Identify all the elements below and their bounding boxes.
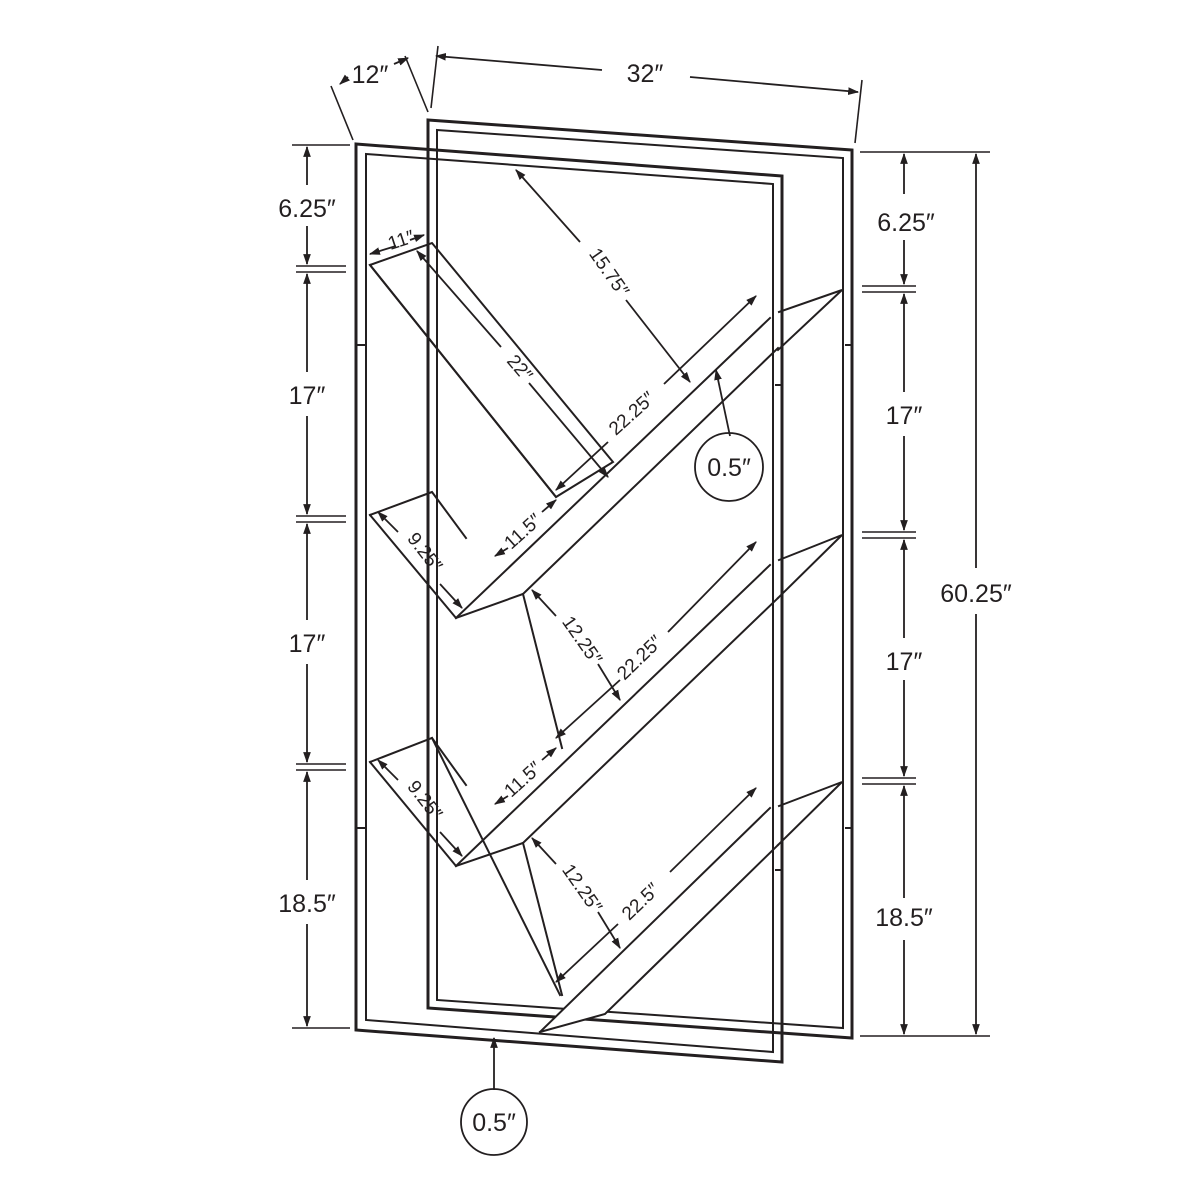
- left-gap-1-label: 17″: [289, 382, 326, 410]
- mid-1-label: 12.25″: [557, 613, 605, 670]
- right-top-gap-label: 6.25″: [877, 209, 935, 237]
- thickness-top-label: 0.5″: [707, 454, 751, 482]
- diagonal-top-label: 15.75″: [584, 245, 632, 302]
- thickness-callout-bottom: [460, 1088, 528, 1156]
- depth-label: 12″: [352, 61, 389, 89]
- back-frame: [426, 118, 854, 1040]
- depth-2-label: 9.25″: [403, 777, 447, 825]
- right-gap-1-label: 17″: [886, 402, 923, 430]
- width-label: 32″: [627, 60, 664, 88]
- left-gap-2-label: 17″: [289, 630, 326, 658]
- thickness-callout-top: [694, 432, 764, 502]
- left-dimensions: 6.25″ 17″ 17″ 18.5″: [278, 144, 350, 1029]
- thickness-bottom-label: 0.5″: [472, 1109, 516, 1137]
- front-frame: [354, 142, 853, 1064]
- left-gap-3-label: 18.5″: [278, 890, 336, 918]
- left-top-gap-label: 6.25″: [278, 195, 336, 223]
- total-height-label: 60.25″: [940, 580, 1012, 608]
- shelf-boards: [368, 241, 843, 1034]
- top-long-left-label: 22″: [502, 351, 536, 386]
- top-dimensions: 12″ 32″: [330, 45, 863, 144]
- right-dimensions: 6.25″ 17″ 17″ 18.5″ 60.25″: [860, 151, 1012, 1037]
- mid-2-label: 12.25″: [557, 861, 605, 918]
- right-gap-3-label: 18.5″: [875, 904, 933, 932]
- depth-1-label: 9.25″: [403, 529, 447, 577]
- right-gap-2-label: 17″: [886, 648, 923, 676]
